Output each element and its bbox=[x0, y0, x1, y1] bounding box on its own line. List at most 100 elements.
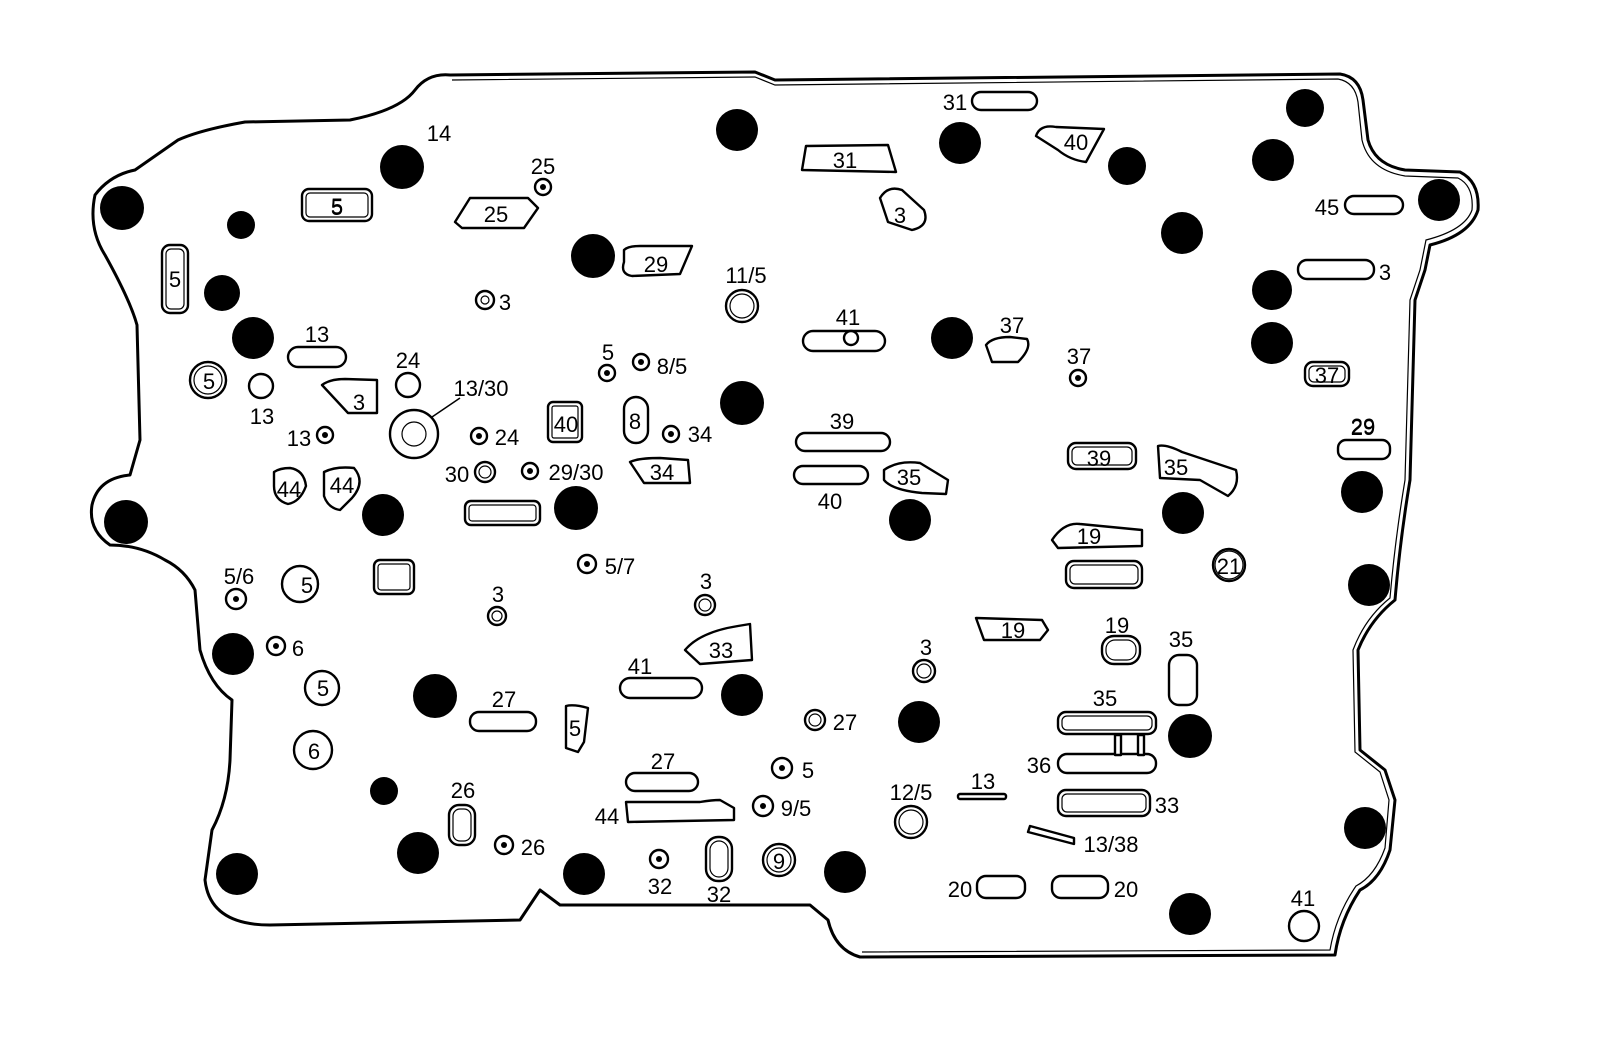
port-circle bbox=[1211, 547, 1247, 583]
port-circle-inner bbox=[193, 365, 223, 395]
leader-line bbox=[431, 397, 461, 418]
port-circle bbox=[486, 605, 508, 627]
callout-label: 37 bbox=[1000, 313, 1024, 338]
fluid-passage-irregular bbox=[800, 143, 898, 174]
callout-label: 9 bbox=[773, 849, 785, 874]
bolt-hole bbox=[100, 186, 144, 230]
bolt-hole bbox=[571, 234, 615, 278]
port-circle bbox=[292, 729, 334, 771]
fluid-passage-irregular bbox=[564, 704, 590, 754]
callout-label: 12/5 bbox=[890, 780, 933, 805]
callout-label: 44 bbox=[277, 477, 301, 502]
fluid-passage bbox=[1167, 653, 1199, 707]
callout-label: 19 bbox=[1077, 524, 1101, 549]
bolt-hole-group bbox=[100, 89, 1460, 935]
plate-outline-inner bbox=[451, 76, 1473, 953]
callout-label: 26 bbox=[521, 835, 545, 860]
callout-label: 5 bbox=[802, 758, 814, 783]
port-circle bbox=[893, 804, 929, 840]
port-center-dot bbox=[656, 856, 662, 862]
callout-label: 33 bbox=[709, 638, 733, 663]
fluid-passage-irregular bbox=[320, 377, 379, 415]
callout-label: 25 bbox=[531, 154, 555, 179]
fluid-passage bbox=[1056, 710, 1158, 736]
callout-label: 35 bbox=[1169, 627, 1193, 652]
bolt-hole bbox=[1251, 322, 1293, 364]
port-circle-inner bbox=[480, 295, 490, 305]
port-circle bbox=[803, 708, 827, 732]
fluid-passage bbox=[468, 710, 538, 733]
callout-label: 21 bbox=[1217, 554, 1241, 579]
port-circle bbox=[280, 564, 320, 604]
port-center-dot bbox=[322, 432, 328, 438]
port-circle bbox=[1287, 909, 1321, 943]
bolt-hole bbox=[204, 275, 240, 311]
port-circle bbox=[761, 842, 797, 878]
bolt-hole bbox=[1169, 893, 1211, 935]
callout-label: 5 bbox=[317, 676, 329, 701]
callout-label: 27 bbox=[833, 710, 857, 735]
fluid-passage bbox=[1296, 258, 1376, 281]
fluid-passage-irregular bbox=[621, 244, 694, 278]
callout-label: 6 bbox=[292, 636, 304, 661]
bolt-hole bbox=[931, 317, 973, 359]
callout-label: 32 bbox=[648, 874, 672, 899]
callout-label: 35 bbox=[1164, 455, 1188, 480]
fluid-passage-irregular bbox=[683, 622, 754, 666]
callout-label: 5 bbox=[602, 340, 614, 365]
fluid-passage-inner bbox=[377, 563, 411, 591]
callout-label: 3 bbox=[894, 203, 906, 228]
bolt-hole bbox=[413, 674, 457, 718]
port-circle bbox=[724, 288, 760, 324]
callout-label: 40 bbox=[554, 412, 578, 437]
callout-label: 20 bbox=[948, 877, 972, 902]
callout-label: 3 bbox=[353, 390, 365, 415]
bolt-hole bbox=[563, 853, 605, 895]
callout-label: 13 bbox=[971, 769, 995, 794]
callout-label: 5 bbox=[301, 573, 313, 598]
callout-label: 31 bbox=[943, 90, 967, 115]
callout-label: 29 bbox=[1351, 414, 1375, 439]
fluid-passage-inner bbox=[1061, 715, 1153, 731]
port-circle bbox=[394, 371, 422, 399]
callout-label: 20 bbox=[1114, 877, 1138, 902]
fluid-passage-connector bbox=[1113, 733, 1123, 757]
port-circle-inner bbox=[401, 421, 427, 447]
port-circle bbox=[693, 593, 717, 617]
port-circle-inner bbox=[1214, 550, 1244, 580]
callout-label: 30 bbox=[445, 462, 469, 487]
callout-label: 39 bbox=[1087, 446, 1111, 471]
fluid-passage-connector bbox=[1136, 733, 1146, 757]
callout-label: 29/30 bbox=[548, 460, 603, 485]
callout-label: 6 bbox=[308, 739, 320, 764]
bolt-hole bbox=[1418, 179, 1460, 221]
port-center-dot bbox=[604, 370, 610, 376]
fluid-passage-inner bbox=[468, 504, 537, 522]
bolt-hole bbox=[212, 633, 254, 675]
bolt-hole bbox=[716, 109, 758, 151]
fluid-passage bbox=[704, 835, 734, 883]
fluid-passage bbox=[1050, 874, 1110, 900]
callout-label: 34 bbox=[650, 460, 674, 485]
callout-label: 19 bbox=[1001, 618, 1025, 643]
fluid-passage bbox=[624, 771, 700, 793]
fluid-passage bbox=[300, 187, 374, 223]
fluid-passage-inner bbox=[1105, 639, 1137, 661]
callout-label: 3 bbox=[1379, 260, 1391, 285]
callout-label: 19 bbox=[1105, 613, 1129, 638]
callout-label: 25 bbox=[484, 202, 508, 227]
callout-label: 27 bbox=[651, 749, 675, 774]
port-circle-inner bbox=[808, 713, 822, 727]
bolt-hole bbox=[939, 122, 981, 164]
callout-label: 44 bbox=[330, 473, 354, 498]
callout-label: 34 bbox=[688, 422, 712, 447]
bolt-hole bbox=[1162, 492, 1204, 534]
callout-label: 32 bbox=[707, 882, 731, 907]
callout-label: 9/5 bbox=[781, 796, 812, 821]
callout-label: 13 bbox=[287, 426, 311, 451]
port-circle bbox=[842, 329, 860, 347]
passage-group bbox=[160, 90, 1405, 943]
fluid-passage-irregular bbox=[1156, 444, 1239, 498]
port-circle bbox=[911, 658, 937, 684]
callout-label: 44 bbox=[595, 804, 619, 829]
